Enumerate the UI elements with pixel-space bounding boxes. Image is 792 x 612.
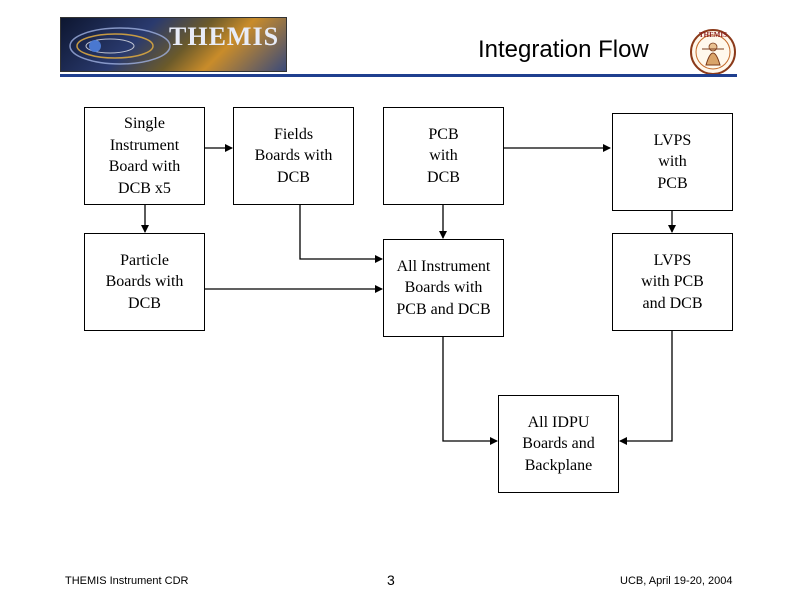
logo-text: THEMIS (169, 22, 280, 51)
themis-mascot-icon: THEMIS (690, 29, 736, 75)
arrow-all-instrument-to-idpu (442, 337, 498, 445)
mascot-text: THEMIS (699, 31, 727, 39)
box-all-idpu-boards: All IDPU Boards and Backplane (498, 395, 619, 493)
box-lvps-with-pcb: LVPS with PCB (612, 113, 733, 211)
header-rule (60, 74, 737, 77)
footer-right: UCB, April 19-20, 2004 (620, 575, 733, 587)
themis-logo: THEMIS (60, 17, 287, 72)
box-lvps-with-pcb-and-dcb: LVPS with PCB and DCB (612, 233, 733, 331)
box-all-instrument-boards: All Instrument Boards with PCB and DCB (383, 239, 504, 337)
arrow-fields-to-all-instrument (299, 205, 383, 263)
box-particle-boards: Particle Boards with DCB (84, 233, 205, 331)
footer-left: THEMIS Instrument CDR (65, 575, 189, 587)
page-title: Integration Flow (478, 36, 649, 63)
arrow-lvps-dcb-to-idpu (619, 331, 673, 445)
box-pcb-with-dcb: PCB with DCB (383, 107, 504, 205)
box-fields-boards: Fields Boards with DCB (233, 107, 354, 205)
orbit-swirl-icon (69, 27, 171, 65)
box-single-instrument-board: Single Instrument Board with DCB x5 (84, 107, 205, 205)
page-number: 3 (387, 572, 395, 588)
